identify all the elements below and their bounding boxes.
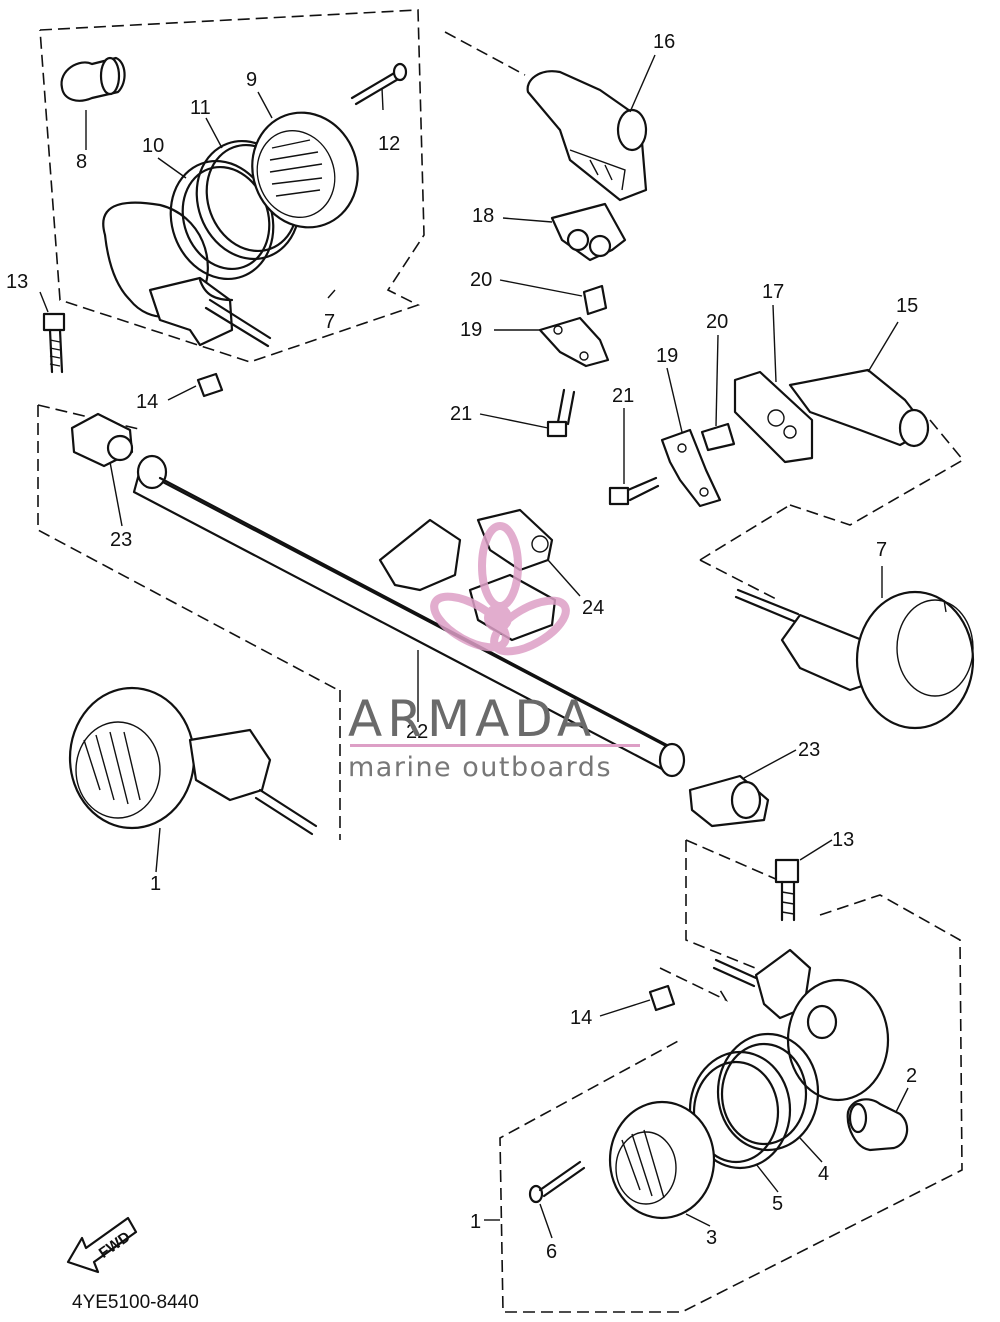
watermark-tagline: marine outboards xyxy=(348,752,612,783)
bracket-part-15 xyxy=(788,368,930,448)
housing-part-9 xyxy=(251,111,359,229)
collar-part-20-lower xyxy=(700,422,736,452)
callout-19-upper: 19 xyxy=(460,319,482,341)
screw-part-12 xyxy=(350,62,408,106)
watermark-brand: ARMADA xyxy=(348,690,596,748)
callout-21-lower: 21 xyxy=(612,385,634,407)
callout-22: 22 xyxy=(406,721,428,743)
plate-part-19-lower xyxy=(660,428,722,508)
lower-right-signal-assembly xyxy=(528,858,909,1220)
leader-lines xyxy=(39,54,909,1239)
assembly-boundaries xyxy=(37,9,965,1313)
grommet-part-14-upper xyxy=(196,372,224,398)
callout-5: 5 xyxy=(772,1193,783,1215)
callout-4: 4 xyxy=(818,1163,829,1185)
upper-right-bracket-parts xyxy=(526,70,930,508)
callout-11: 11 xyxy=(190,97,211,119)
callout-23-upper: 23 xyxy=(110,529,132,551)
plate-part-18 xyxy=(550,202,627,262)
callout-24: 24 xyxy=(582,597,604,619)
callout-12: 12 xyxy=(378,133,400,155)
lens-part-3 xyxy=(608,1100,716,1220)
watermark-logo xyxy=(430,522,570,656)
screw-part-6 xyxy=(528,1160,586,1204)
callout-14-upper: 14 xyxy=(136,391,158,413)
callout-20-upper: 20 xyxy=(470,269,492,291)
bolt-part-21-lower xyxy=(608,476,660,506)
watermark-divider xyxy=(350,744,640,747)
collar-part-20-upper xyxy=(582,284,608,316)
bolt-part-13-lower xyxy=(774,858,800,922)
diagram-code: 4YE5100-8440 xyxy=(72,1292,199,1313)
bulb-part-2 xyxy=(846,1098,909,1152)
callout-3: 3 xyxy=(706,1227,717,1249)
callout-8: 8 xyxy=(76,151,87,173)
fwd-arrow-icon: FWD xyxy=(66,1216,138,1274)
callout-10: 10 xyxy=(142,135,164,157)
callout-16: 16 xyxy=(653,31,675,53)
plate-part-17 xyxy=(733,370,814,464)
callout-14-lower: 14 xyxy=(570,1007,592,1029)
cap-part-23-lower xyxy=(688,774,770,828)
watermark-text: ARMADA marine outboards xyxy=(348,690,640,783)
callout-21-upper: 21 xyxy=(450,403,472,425)
callout-6: 6 xyxy=(546,1241,557,1263)
signal-part-7-right xyxy=(734,588,975,730)
gasket-part-4 xyxy=(716,1032,820,1152)
plate-part-19-upper xyxy=(538,316,610,368)
bulb-part-8 xyxy=(60,56,126,102)
callout-2: 2 xyxy=(906,1065,917,1087)
rod-part-22 xyxy=(132,454,686,778)
callout-7-upper: 7 xyxy=(324,311,335,333)
callout-17: 17 xyxy=(762,281,784,303)
callout-19-lower: 19 xyxy=(656,345,678,367)
bolt-part-21-upper xyxy=(546,388,576,438)
callout-18: 18 xyxy=(472,205,494,227)
signal-part-1-left xyxy=(68,686,318,836)
callout-labels: 16 9 11 10 12 8 13 7 14 18 20 19 21 17 1… xyxy=(6,31,918,1263)
callout-1-left: 1 xyxy=(150,873,161,895)
callout-13-upper: 13 xyxy=(6,271,28,293)
callout-20-lower: 20 xyxy=(706,311,728,333)
bracket-part-16 xyxy=(526,70,648,202)
signal-stem-upper xyxy=(148,276,272,348)
callout-1-lower: 1 xyxy=(470,1211,481,1233)
grommet-part-14-lower xyxy=(648,984,676,1012)
upper-left-signal-assembly xyxy=(42,56,408,398)
callout-15: 15 xyxy=(896,295,918,317)
callout-7-right: 7 xyxy=(876,539,887,561)
cap-part-23-upper xyxy=(70,412,134,468)
callout-9: 9 xyxy=(246,69,257,91)
callout-23-lower: 23 xyxy=(798,739,820,761)
callout-13-lower: 13 xyxy=(832,829,854,851)
bolt-part-13-upper xyxy=(42,312,66,374)
